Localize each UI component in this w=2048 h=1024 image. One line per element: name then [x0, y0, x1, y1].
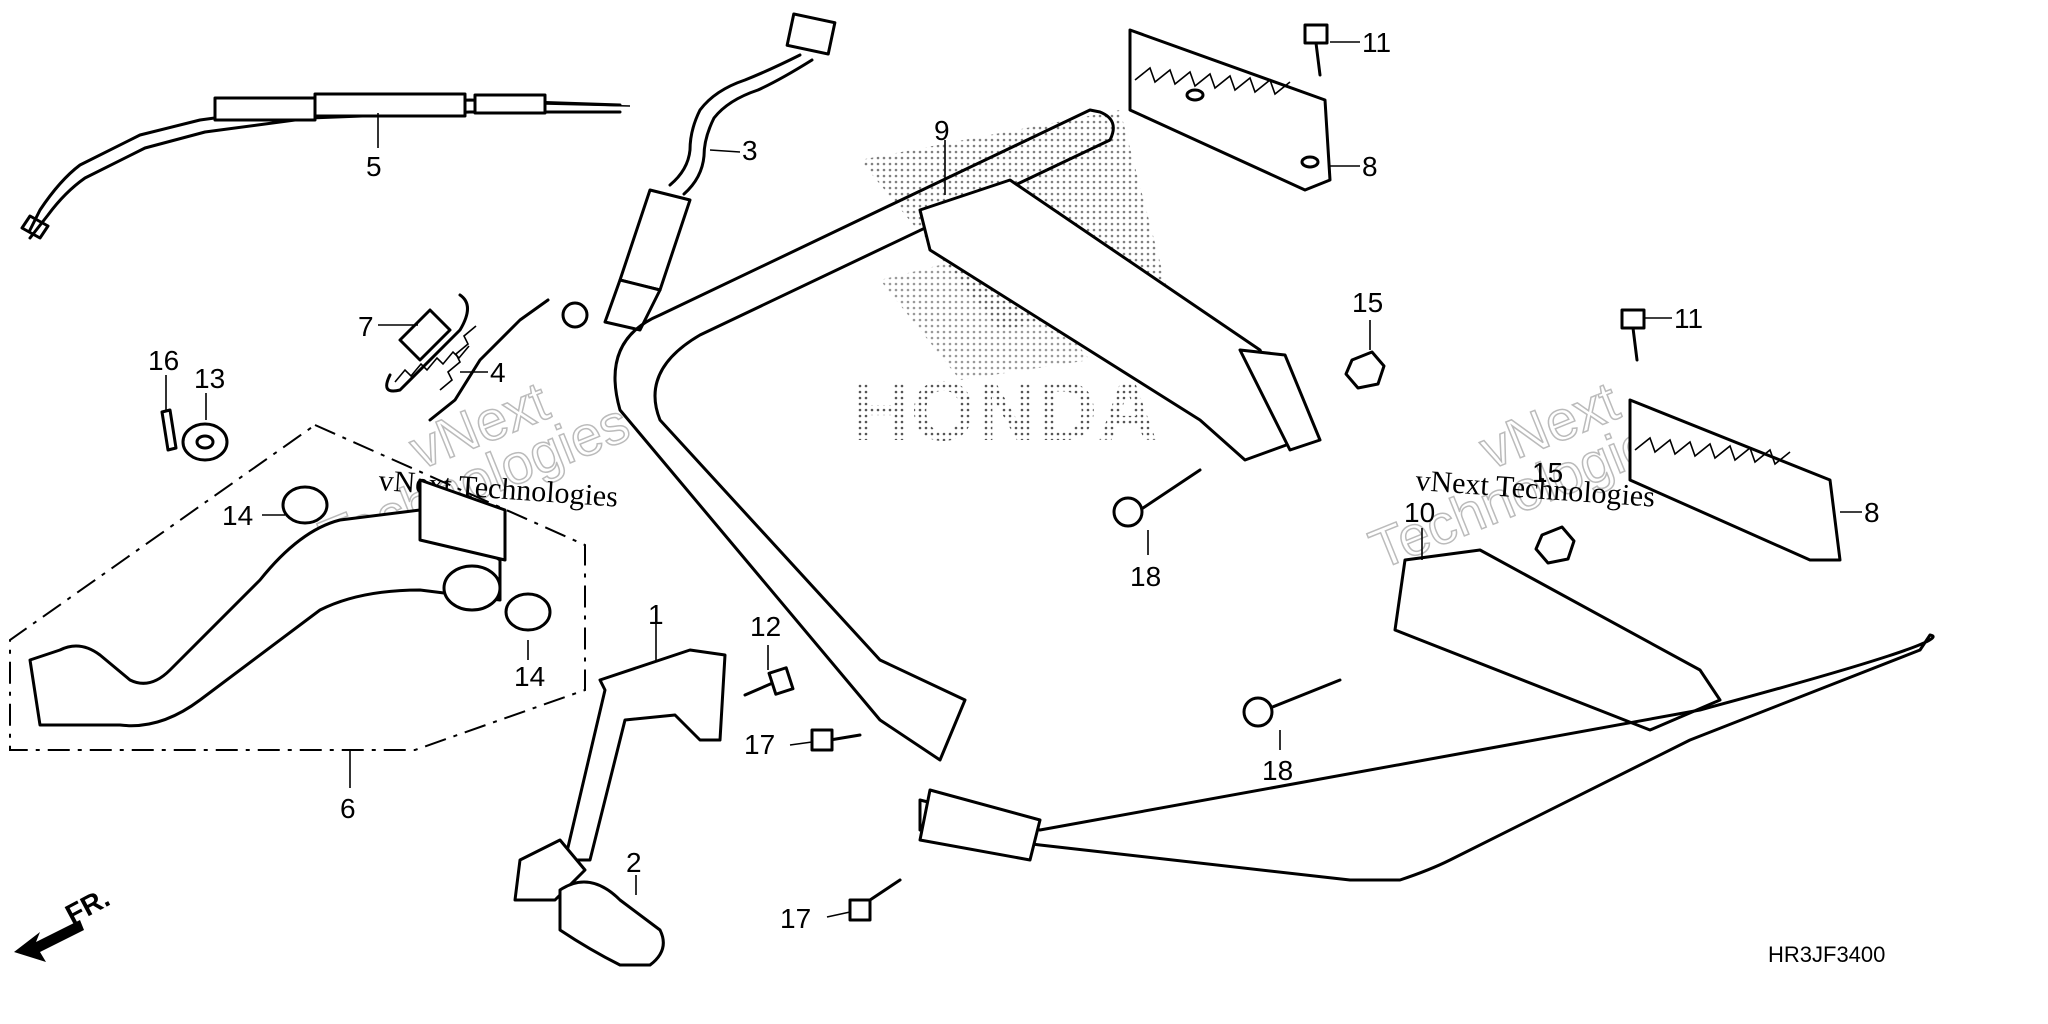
part-7-spring — [385, 293, 470, 393]
front-arrow-icon: FR. — [14, 882, 115, 962]
callouts: 5 3 4 7 16 13 14 14 6 1 2 12 17 17 9 11 … — [148, 27, 1880, 934]
callout-1: 1 — [648, 599, 664, 630]
callout-6: 6 — [340, 793, 356, 824]
callout-18-a: 18 — [1130, 561, 1161, 592]
callout-12: 12 — [750, 611, 781, 642]
part-10-rear-carrier — [918, 548, 1935, 882]
part-18-bolt-b — [1242, 678, 1342, 728]
front-indicator-label: FR. — [60, 882, 114, 931]
part-13-washer — [181, 422, 229, 462]
part-14-bushing-b — [504, 592, 552, 632]
callout-17-b: 17 — [780, 903, 811, 934]
part-16-cotter-pin — [160, 408, 178, 452]
logo-text: HONDA — [850, 364, 1158, 458]
part-18-bolt-a — [1112, 468, 1202, 528]
part-15-nut-b — [1534, 525, 1576, 565]
part-1-brake-pedal — [513, 648, 727, 967]
callout-13: 13 — [194, 363, 225, 394]
part-3-switch-harness — [561, 12, 837, 332]
callout-11-b: 11 — [1674, 303, 1703, 334]
part-11-bolt-b — [1620, 308, 1646, 362]
diagram-code: HR3JF3400 — [1768, 942, 1885, 967]
callout-5: 5 — [366, 151, 382, 182]
callout-2: 2 — [626, 847, 642, 878]
callout-8-b: 8 — [1864, 497, 1880, 528]
callout-17-a: 17 — [744, 729, 775, 760]
part-8-footrest-lower — [1628, 398, 1842, 562]
part-17-bolt-b — [848, 878, 902, 922]
callout-14-a: 14 — [222, 500, 253, 531]
part-9-front-carrier — [613, 108, 1322, 762]
part-14-bushing-a — [281, 485, 329, 525]
callout-7: 7 — [358, 311, 374, 342]
part-8-footrest-upper — [1128, 28, 1332, 192]
part-4-spring — [428, 298, 550, 422]
callout-15-b: 15 — [1532, 457, 1563, 488]
callout-16: 16 — [148, 345, 179, 376]
callout-8-a: 8 — [1362, 151, 1378, 182]
part-15-nut-a — [1344, 350, 1386, 390]
callout-4: 4 — [490, 357, 506, 388]
callout-3: 3 — [742, 135, 758, 166]
callout-14-b: 14 — [514, 661, 545, 692]
callout-15-a: 15 — [1352, 287, 1383, 318]
callout-10: 10 — [1404, 497, 1435, 528]
part-6-pedal-assembly — [9, 423, 586, 751]
part-12-bolt — [743, 666, 795, 697]
part-5-cable — [20, 92, 631, 240]
leader-lines — [165, 41, 1862, 918]
part-17-bolt-a — [810, 728, 862, 752]
callout-18-b: 18 — [1262, 755, 1293, 786]
part-11-bolt-a — [1303, 23, 1329, 77]
callout-9: 9 — [934, 115, 950, 146]
callout-11-a: 11 — [1362, 27, 1391, 58]
